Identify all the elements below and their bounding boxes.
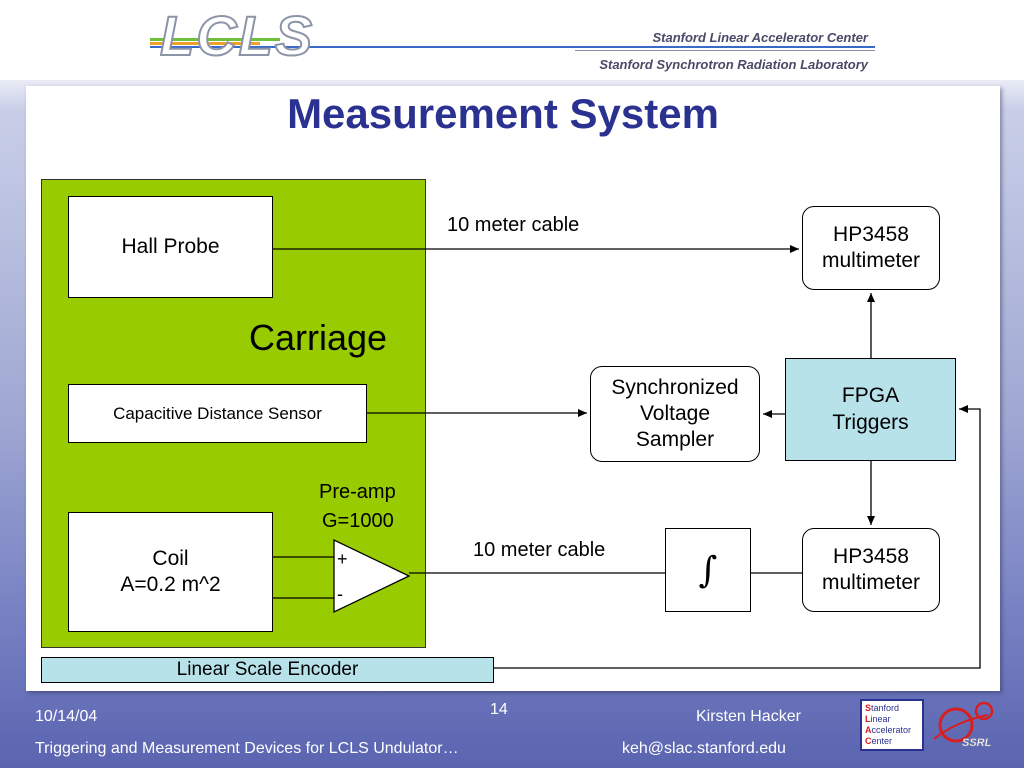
- coil-area-label: A=0.2 m^2: [120, 573, 221, 596]
- encoder-to-fpga-line: [494, 405, 981, 669]
- hp3458-bottom-type: multimeter: [821, 571, 921, 594]
- org-line-1: Stanford Linear Accelerator Center: [652, 30, 868, 45]
- coil-box: Coil A=0.2 m^2: [68, 512, 273, 632]
- hp3458-bottom-model: HP3458: [833, 544, 909, 568]
- ssrl-logo: SSRL: [926, 699, 1000, 753]
- lcls-logo: LCLS: [159, 4, 315, 67]
- footer-page-number: 14: [490, 701, 508, 718]
- slac-badge-row-2: Linear: [865, 714, 891, 724]
- hall-probe-box: Hall Probe: [68, 196, 273, 298]
- capacitive-sensor-box: Capacitive Distance Sensor: [68, 384, 367, 443]
- hp3458-top-model: HP3458: [833, 222, 909, 246]
- sampler-line-1: Synchronized: [611, 375, 739, 399]
- preamp-plus-sign: +: [337, 549, 348, 569]
- footer-author: Kirsten Hacker: [696, 708, 801, 725]
- ssrl-ring-icon: [933, 701, 994, 743]
- preamp-minus-sign: -: [337, 584, 343, 604]
- org-line-2: Stanford Synchrotron Radiation Laborator…: [599, 57, 868, 72]
- carriage-label: Carriage: [249, 317, 388, 358]
- voltage-sampler-box: Synchronized Voltage Sampler: [590, 366, 760, 462]
- cable-label-top: 10 meter cable: [447, 214, 580, 236]
- footer-email: keh@slac.stanford.edu: [622, 740, 786, 757]
- hp3458-top-type: multimeter: [821, 249, 921, 272]
- sampler-line-3: Sampler: [635, 428, 715, 452]
- preamp-gain-label: G=1000: [322, 510, 394, 532]
- fpga-label: FPGA: [841, 384, 900, 408]
- hp3458-top-box: HP3458 multimeter: [802, 206, 940, 290]
- ssrl-text: SSRL: [962, 737, 992, 750]
- hp3458-bottom-box: HP3458 multimeter: [802, 528, 940, 612]
- logo-stripe-blue: [150, 46, 875, 48]
- fpga-triggers-label: Triggers: [832, 410, 909, 434]
- cable-label-bottom: 10 meter cable: [473, 539, 606, 561]
- integral-icon: ∫: [698, 549, 718, 591]
- logo-stripe-green: [150, 38, 280, 41]
- hall-probe-label: Hall Probe: [121, 234, 220, 258]
- slac-badge: Stanford Linear Accelerator Center: [860, 699, 924, 751]
- integrator-box: ∫: [665, 528, 751, 612]
- coil-label: Coil: [152, 546, 189, 570]
- slac-badge-row-4: Center: [865, 736, 893, 746]
- slac-badge-row-3: Accelerator: [865, 725, 912, 735]
- linear-scale-encoder-label: Linear Scale Encoder: [176, 659, 359, 681]
- slac-badge-row-1: Stanford: [865, 703, 900, 713]
- footer-talk-title: Triggering and Measurement Devices for L…: [35, 740, 459, 757]
- fpga-triggers-box: FPGA Triggers: [785, 358, 956, 461]
- logo-stripe-orange: [150, 42, 260, 45]
- preamp-triangle: [333, 538, 411, 614]
- capacitive-sensor-label: Capacitive Distance Sensor: [113, 403, 322, 423]
- sampler-line-2: Voltage: [639, 401, 711, 425]
- slide-title: Measurement System: [287, 90, 719, 137]
- linear-scale-encoder-box: Linear Scale Encoder: [41, 657, 494, 683]
- footer-date: 10/14/04: [35, 708, 98, 725]
- org-rule: [575, 50, 875, 51]
- preamp-label: Pre-amp: [319, 481, 396, 503]
